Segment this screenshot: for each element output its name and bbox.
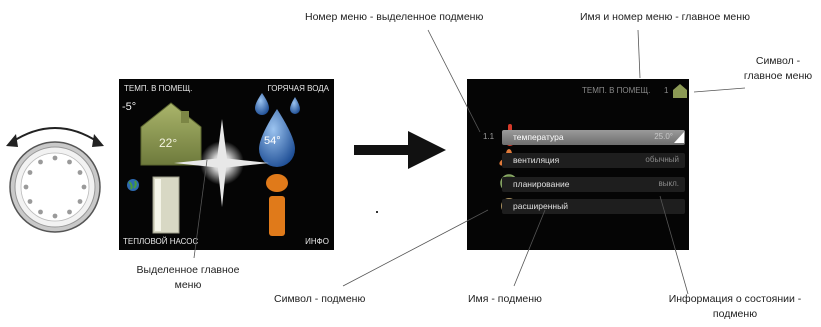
callout-line-1: Информация о состоянии - bbox=[668, 293, 802, 305]
outdoor-temperature: -5° bbox=[122, 101, 137, 113]
submenu-header-title: ТЕМП. В ПОМЕЩ. bbox=[582, 86, 651, 95]
main-menu-screen: ТЕМП. В ПОМЕЩ. ГОРЯЧАЯ ВОДА ТЕПЛОВОЙ НАС… bbox=[119, 79, 334, 250]
row-label: температура bbox=[513, 132, 564, 142]
row-label: вентиляция bbox=[513, 155, 560, 165]
selection-marker-icon bbox=[674, 132, 684, 143]
submenu-row-advanced[interactable]: расширенный bbox=[502, 199, 685, 214]
main-label-hot-water: ГОРЯЧАЯ ВОДА bbox=[267, 84, 329, 93]
room-temperature: 22° bbox=[159, 136, 178, 150]
main-label-heat-pump: ТЕПЛОВОЙ НАСОС bbox=[123, 237, 199, 246]
selected-menu-number: 1.1 bbox=[483, 132, 495, 141]
selection-star-icon bbox=[174, 119, 269, 207]
callout-symbol-main: Символ - главное меню bbox=[738, 54, 818, 84]
heat-pump-icon bbox=[152, 176, 180, 234]
row-status: обычный bbox=[645, 155, 679, 164]
row-label: планирование bbox=[513, 179, 570, 189]
house-icon bbox=[140, 102, 202, 166]
submenu-screen: ТЕМП. В ПОМЕЩ. 1 1.1 температура 25.0° в… bbox=[467, 79, 689, 250]
main-label-room-temp: ТЕМП. В ПОМЕЩ. bbox=[124, 84, 193, 93]
row-status: выкл. bbox=[658, 179, 679, 188]
submenu-row-temperature[interactable]: температура 25.0° bbox=[502, 130, 685, 145]
water-temperature: 54° bbox=[264, 135, 281, 147]
main-label-info: ИНФО bbox=[305, 237, 329, 246]
submenu-row-ventilation[interactable]: вентиляция обычный bbox=[502, 153, 685, 168]
submenu-header-number: 1 bbox=[664, 86, 669, 95]
submenu-row-scheduling[interactable]: планирование выкл. bbox=[502, 177, 685, 192]
right-arrow-icon bbox=[354, 131, 446, 169]
info-icon bbox=[266, 174, 288, 236]
callout-line-2: главное меню bbox=[743, 70, 813, 82]
callout-symbol-sub: Символ - подменю bbox=[274, 293, 366, 305]
callout-line-1: Символ - bbox=[755, 55, 801, 67]
row-label: расширенный bbox=[513, 201, 568, 211]
callout-name-sub: Имя - подменю bbox=[468, 293, 542, 305]
callout-status-info: Информация о состоянии - подменю bbox=[660, 292, 810, 322]
row-status: 25.0° bbox=[654, 132, 673, 141]
callout-menu-name-number: Имя и номер меню - главное меню bbox=[580, 11, 750, 23]
globe-icon bbox=[127, 179, 139, 191]
callout-line-1: Выделенное главное bbox=[136, 264, 240, 276]
callout-selected-main: Выделенное главное меню bbox=[128, 263, 248, 293]
callout-menu-number: Номер меню - выделенное подменю bbox=[305, 11, 484, 23]
callout-line-2: меню bbox=[174, 279, 202, 291]
curved-double-arrow-icon bbox=[11, 127, 99, 143]
rotary-knob-icon bbox=[6, 127, 104, 233]
house-icon bbox=[673, 84, 687, 98]
dot bbox=[376, 211, 378, 213]
callout-line-2: подменю bbox=[712, 308, 758, 320]
water-drop-icon bbox=[255, 93, 300, 167]
